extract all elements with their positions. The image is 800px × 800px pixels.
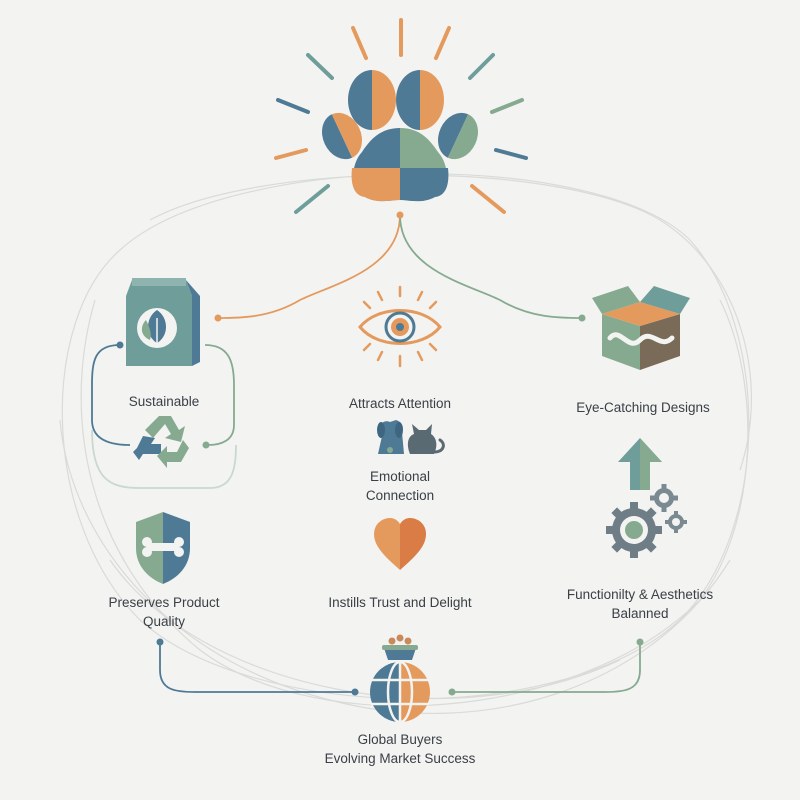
connectors <box>91 214 641 693</box>
label-emotional-connection: Emotional Connection <box>365 469 435 503</box>
dog-cat-icon <box>377 420 445 454</box>
heart-icon <box>374 518 426 570</box>
label-eye-catching-designs: Eye-Catching Designs <box>576 400 710 415</box>
globe-icon <box>370 660 430 724</box>
connector-sustainable-loop-blue <box>91 344 131 446</box>
connector-dots <box>116 211 644 696</box>
label-instills-trust: Instills Trust and Delight <box>328 595 472 610</box>
connector-functionality-global <box>452 642 641 693</box>
label-preserves-product-quality: Preserves Product Quality <box>108 595 220 629</box>
recycle-icon <box>133 416 189 468</box>
eco-bag-icon <box>126 278 200 366</box>
connector-sustainable-loop-outer <box>91 429 237 489</box>
connector-paw-left <box>217 214 401 319</box>
label-sustainable: Sustainable <box>128 394 200 409</box>
label-functionality-aesthetics: Functionilty & Aesthetics Balanned <box>566 587 714 621</box>
connector-paw-right <box>399 214 583 319</box>
gears-icon <box>606 484 687 558</box>
connector-sustainable-loop-green <box>204 344 235 446</box>
background-swirls <box>59 173 752 715</box>
eye-icon <box>358 285 442 368</box>
connector-preserves-global <box>159 642 355 693</box>
pet-bowl-icon <box>382 634 418 660</box>
up-arrow-icon <box>618 438 662 490</box>
label-global-buyers: Global Buyers Evolving Market Success <box>324 732 476 766</box>
label-attracts-attention: Attracts Attention <box>348 396 452 411</box>
bone-shield-icon <box>136 512 190 584</box>
paw-burst-icon <box>274 18 528 214</box>
open-box-icon <box>592 286 690 370</box>
